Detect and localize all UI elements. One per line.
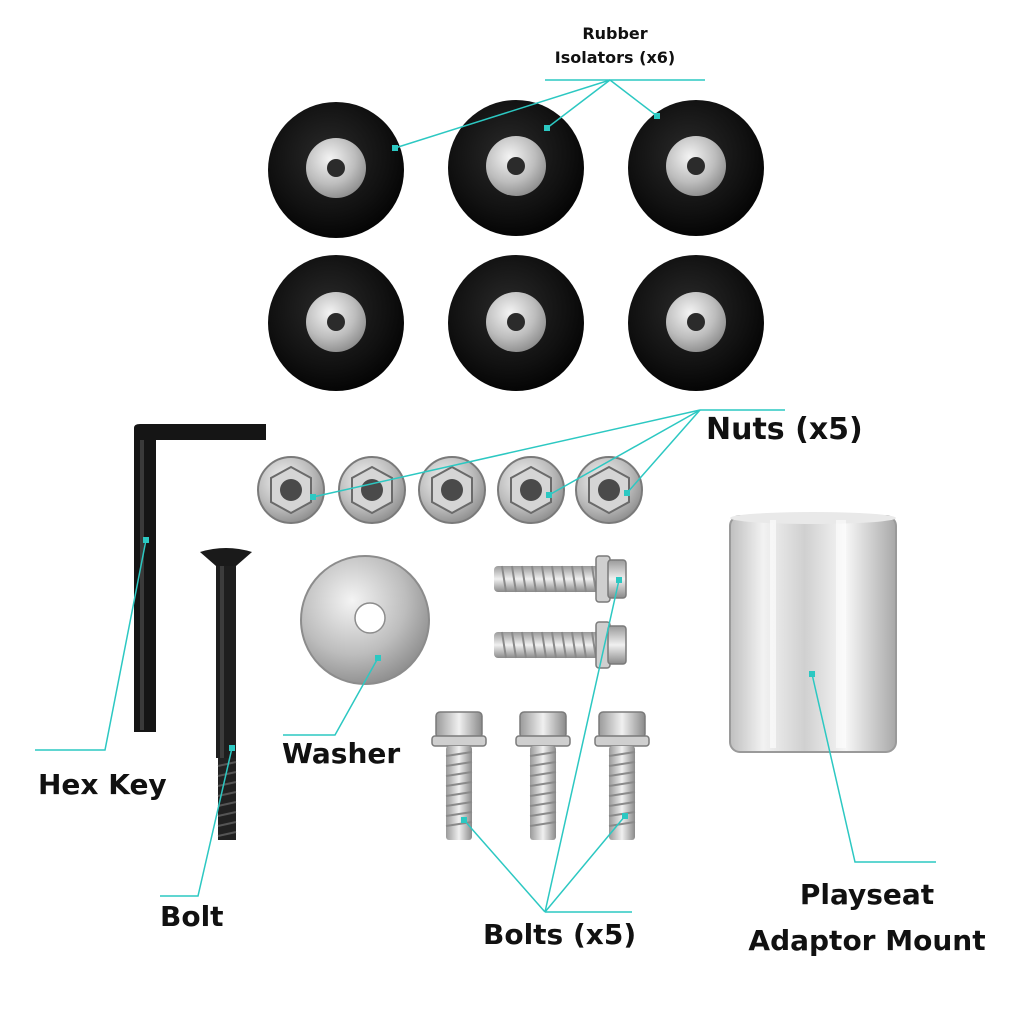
horizontal-bolt bbox=[494, 621, 627, 669]
nuts bbox=[257, 456, 643, 524]
adaptor-mount bbox=[729, 512, 897, 753]
nuts-label: Nuts (x5) bbox=[706, 412, 863, 447]
rubber-isolator bbox=[628, 255, 764, 391]
rubber-isolator bbox=[628, 100, 764, 236]
callout-hex-key bbox=[35, 539, 147, 751]
washer bbox=[300, 555, 430, 685]
nut bbox=[497, 456, 565, 524]
rubber-isolator bbox=[448, 255, 584, 391]
vertical-bolt bbox=[431, 711, 487, 840]
callout-bolt bbox=[160, 747, 233, 897]
callout-adaptor bbox=[811, 673, 936, 863]
washer-label: Washer bbox=[282, 737, 401, 770]
bolt-label: Bolt bbox=[160, 900, 224, 933]
vertical-bolt bbox=[515, 711, 571, 840]
callout-dots bbox=[143, 113, 815, 823]
hex-key bbox=[134, 424, 266, 732]
bolts-label: Bolts (x5) bbox=[483, 918, 637, 951]
adaptor-mount-label-line2: Adaptor Mount bbox=[748, 924, 986, 957]
nut bbox=[575, 456, 643, 524]
adaptor-mount-label-line1: Playseat bbox=[799, 878, 935, 911]
horizontal-bolt bbox=[494, 555, 627, 603]
nut bbox=[257, 456, 325, 524]
nut bbox=[338, 456, 406, 524]
adaptor-mount-label: Playseat Adaptor Mount bbox=[742, 872, 992, 964]
rubber-isolators-label: Rubber Isolators (x6) bbox=[520, 22, 710, 70]
rubber-isolators bbox=[268, 100, 764, 391]
rubber-isolator bbox=[448, 100, 584, 236]
long-bolt bbox=[200, 548, 252, 840]
rubber-isolators-label-line1: Rubber bbox=[582, 24, 648, 43]
rubber-isolators-label-line2: Isolators (x6) bbox=[554, 48, 676, 67]
hex-key-label: Hex Key bbox=[38, 768, 167, 801]
callout-lines bbox=[35, 79, 936, 913]
vertical-bolt bbox=[594, 711, 650, 840]
rubber-isolator bbox=[268, 102, 404, 238]
nut bbox=[418, 456, 486, 524]
rubber-isolator bbox=[268, 255, 404, 391]
callout-washer bbox=[283, 657, 379, 736]
